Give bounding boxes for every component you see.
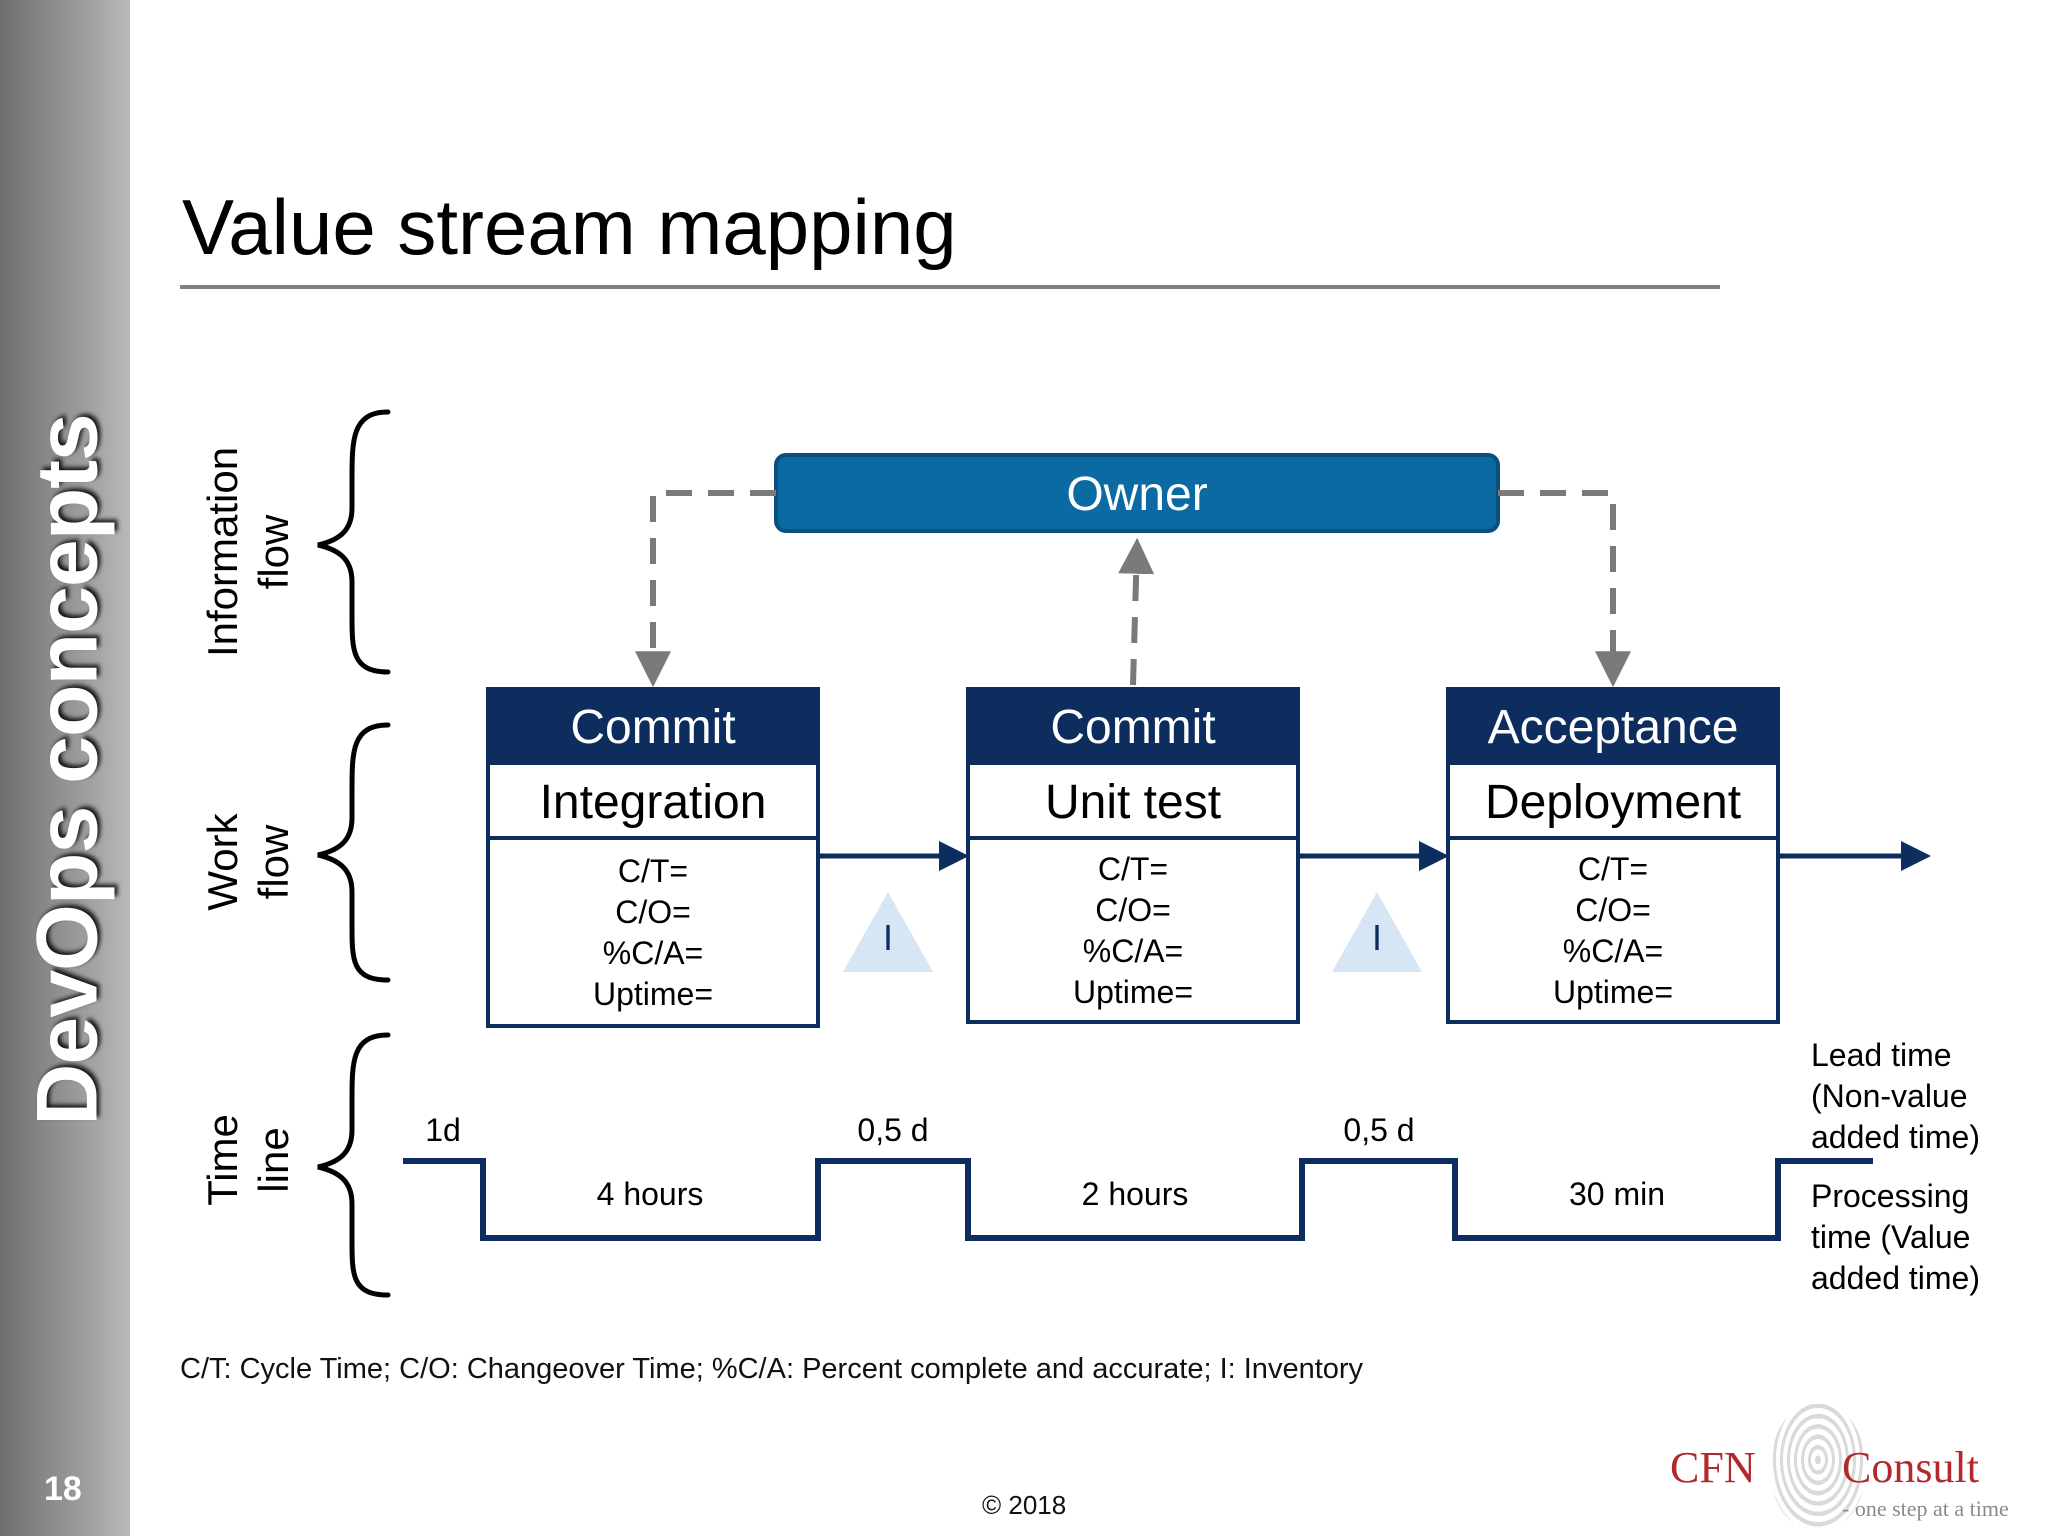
metric-ct-deployment: C/T=	[1578, 851, 1648, 887]
legend-lead-line3: added time)	[1811, 1119, 1980, 1155]
inventory-label-1: I	[883, 917, 893, 958]
row-label-work-line1: Work	[199, 812, 246, 910]
metric-uptime-unit-test: Uptime=	[1073, 974, 1193, 1010]
legend-processing-line3: added time)	[1811, 1260, 1980, 1296]
info-flow-from-unit-test	[1118, 537, 1155, 686]
metric-ct-unit-test: C/T=	[1098, 851, 1168, 887]
row-label-information-line2: flow	[250, 514, 297, 589]
row-label-information-line1: Information	[199, 447, 246, 657]
process-box-deployment	[1446, 687, 1780, 1024]
process-name-deployment: Deployment	[1485, 776, 1741, 829]
info-flow-to-integration	[635, 490, 776, 688]
row-label-time-line2: line	[250, 1127, 297, 1192]
wait-time-3: 0,5 d	[1343, 1112, 1414, 1148]
process-header-integration: Commit	[570, 701, 735, 754]
metric-co-unit-test: C/O=	[1095, 892, 1171, 928]
process-box-unit-test	[966, 687, 1300, 1024]
timeline-step-line	[403, 1158, 1873, 1241]
metric-ca-integration: %C/A=	[603, 935, 703, 971]
metric-ct-integration: C/T=	[618, 853, 688, 889]
legend-processing-line1: Processing	[1811, 1178, 1969, 1214]
page-title: Value stream mapping	[182, 183, 957, 271]
sidebar: DevOps concepts 18	[0, 0, 130, 1536]
brace-work	[317, 722, 391, 983]
owner-label: Owner	[1066, 468, 1207, 521]
metric-co-integration: C/O=	[615, 894, 691, 930]
metric-ca-unit-test: %C/A=	[1083, 933, 1183, 969]
process-header-unit-test: Commit	[1050, 701, 1215, 754]
process-time-1: 4 hours	[597, 1176, 704, 1212]
legend-lead-line1: Lead time	[1811, 1037, 1952, 1073]
logo-tagline: - one step at a time	[1842, 1496, 2009, 1521]
metric-co-deployment: C/O=	[1575, 892, 1651, 928]
copyright: © 2018	[982, 1490, 1067, 1520]
page-number: 18	[44, 1470, 82, 1508]
title-divider	[180, 285, 1720, 289]
footnote: C/T: Cycle Time; C/O: Changeover Time; %…	[180, 1353, 1364, 1385]
legend-lead-line2: (Non-value	[1811, 1078, 1968, 1114]
metric-uptime-integration: Uptime=	[593, 976, 713, 1012]
process-header-deployment: Acceptance	[1488, 701, 1739, 754]
process-name-unit-test: Unit test	[1045, 776, 1221, 829]
logo-text-left: CFN	[1670, 1443, 1756, 1492]
process-box-integration	[486, 687, 820, 1028]
metric-uptime-deployment: Uptime=	[1553, 974, 1673, 1010]
fingerprint-icon	[1772, 1404, 1864, 1528]
inventory-label-2: I	[1372, 917, 1382, 958]
wait-time-2: 0,5 d	[857, 1112, 928, 1148]
metric-ca-deployment: %C/A=	[1563, 933, 1663, 969]
process-name-integration: Integration	[540, 776, 767, 829]
wait-time-1: 1d	[425, 1112, 461, 1148]
company-logo: CFN Consult - one step at a time	[1670, 1400, 2040, 1530]
process-time-2: 2 hours	[1082, 1176, 1189, 1212]
row-label-time-line1: Time	[199, 1114, 246, 1206]
info-flow-to-deployment	[1498, 490, 1631, 688]
logo-text-right: Consult	[1842, 1443, 1979, 1492]
brace-information	[317, 409, 391, 675]
inventory-triangle-1	[843, 892, 933, 972]
row-label-work-line2: flow	[250, 824, 297, 899]
process-time-3: 30 min	[1569, 1176, 1665, 1212]
brace-time	[317, 1032, 391, 1298]
inventory-triangle-2	[1332, 892, 1422, 972]
legend-processing-line2: time (Value	[1811, 1219, 1970, 1255]
